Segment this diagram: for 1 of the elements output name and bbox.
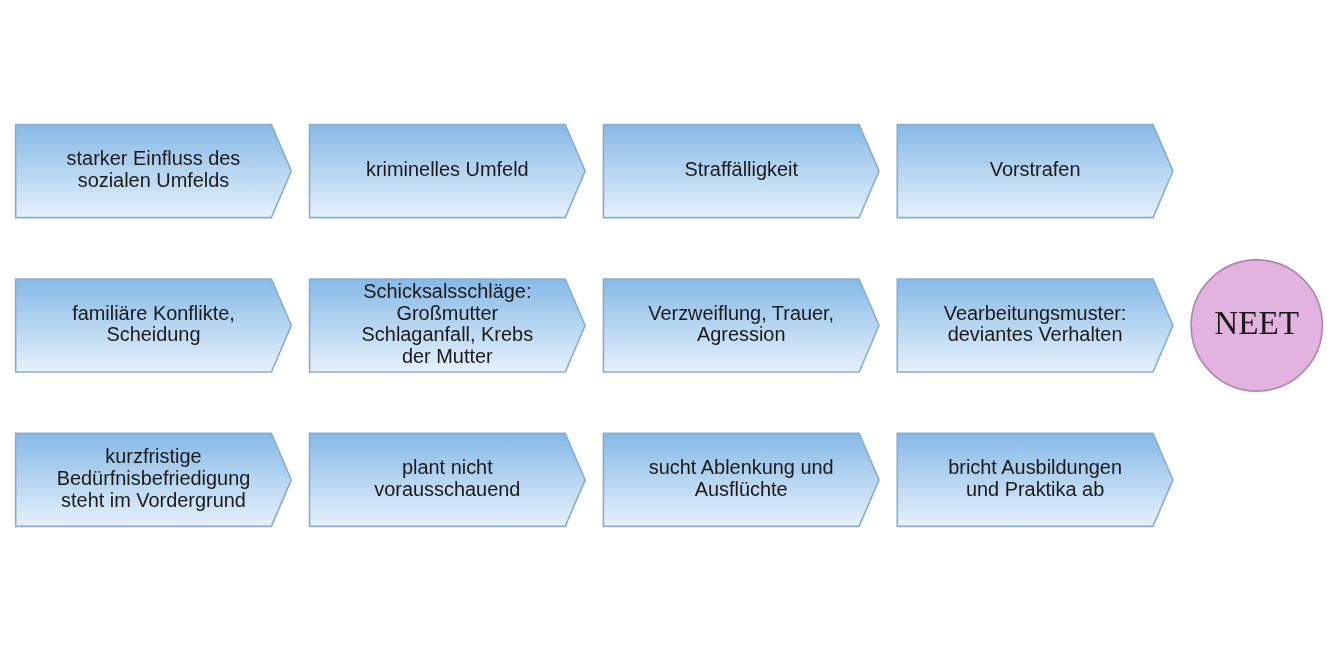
- node-circle: NEET: [1190, 259, 1324, 392]
